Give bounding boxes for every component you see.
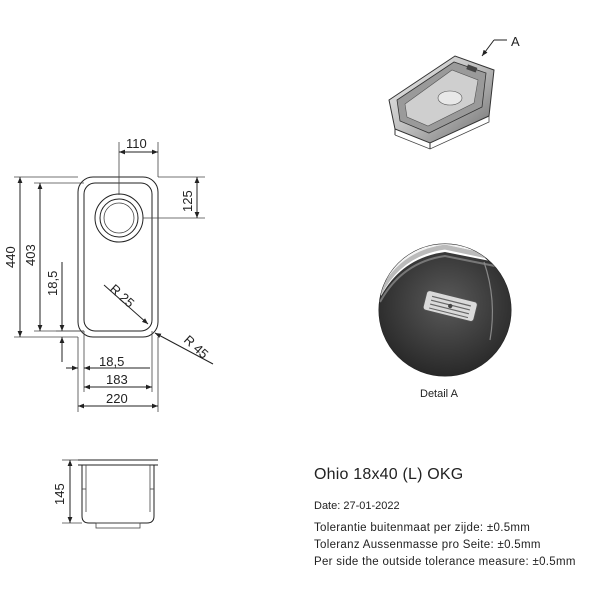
tolerance-dutch: Tolerantie buitenmaat per zijde: ±0.5mm (314, 522, 531, 534)
dim-18-5-horizontal-label: 18,5 (99, 354, 124, 369)
sink-3d-view (388, 55, 495, 150)
dim-r25-label: R 25 (107, 281, 137, 311)
dim-widths: 18,5 183 220 (66, 331, 159, 412)
tolerance-english: Per side the outside tolerance measure: … (314, 556, 576, 568)
dim-inner-radius: R 25 (103, 281, 149, 325)
dim-145-label: 145 (52, 483, 67, 505)
dim-220-label: 220 (106, 391, 128, 406)
detail-a-view (378, 243, 512, 377)
dim-drain-offset-y: 125 (143, 176, 205, 219)
tolerance-german: Toleranz Aussenmasse pro Seite: ±0.5mm (314, 539, 541, 551)
drawing-date: Date: 27-01-2022 (314, 500, 400, 512)
inner-basin (83, 182, 153, 332)
dim-125-label: 125 (180, 190, 195, 212)
dim-183-label: 183 (106, 372, 128, 387)
drain-outer-ring (94, 193, 144, 243)
drain-hole (103, 202, 135, 234)
dim-r45-label: R 45 (181, 332, 211, 362)
dim-inner-height: 403 (23, 182, 84, 332)
dim-outer-height: 440 (3, 176, 78, 338)
dim-depth: 145 (52, 459, 82, 524)
sink-side-view (78, 459, 158, 529)
dim-110-label: 110 (126, 136, 147, 151)
detail-marker-label: A (511, 34, 520, 49)
dim-403-label: 403 (23, 244, 38, 266)
dim-drain-offset-x: 110 (118, 136, 159, 195)
detail-caption: Detail A (420, 388, 458, 400)
outer-rim (77, 176, 159, 338)
product-title: Ohio 18x40 (L) OKG (314, 466, 464, 483)
dim-18-5-vertical-label: 18,5 (45, 271, 60, 296)
dim-rim-bottom: 18,5 (45, 262, 84, 362)
dim-outer-radius: R 45 (154, 332, 214, 365)
drain-inner-ring (99, 198, 139, 238)
detail-callout: A (481, 34, 520, 57)
sink-top-view (77, 176, 159, 338)
overflow-slot-icon (422, 290, 478, 322)
dim-440-label: 440 (3, 246, 18, 268)
